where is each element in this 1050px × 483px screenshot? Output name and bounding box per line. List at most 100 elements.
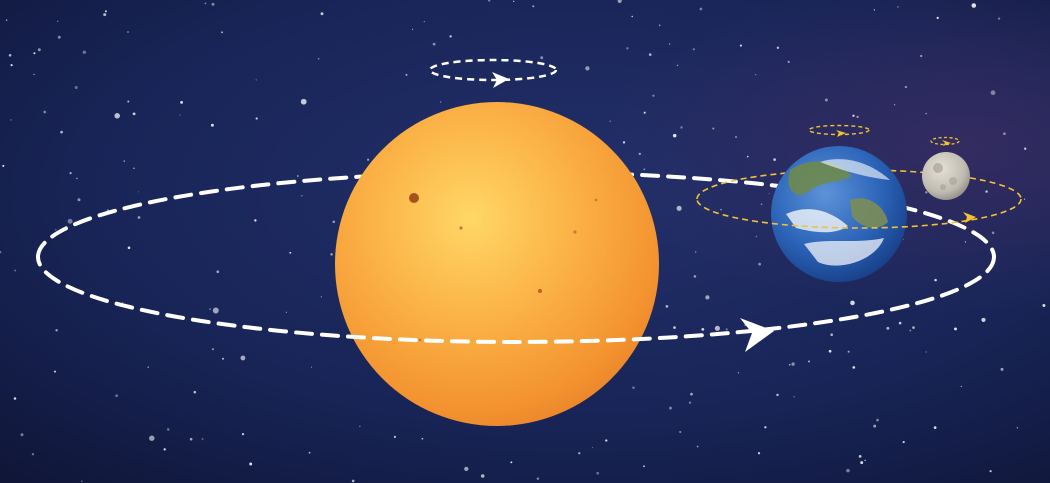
moon-icon xyxy=(922,152,970,200)
star xyxy=(985,190,988,193)
star xyxy=(828,349,832,353)
star xyxy=(166,428,170,431)
star xyxy=(856,115,859,119)
earth-orbit-arrow-icon xyxy=(740,318,774,352)
star xyxy=(132,112,136,116)
star xyxy=(241,433,245,436)
star xyxy=(760,203,763,206)
star xyxy=(55,229,57,231)
star xyxy=(296,175,299,177)
star xyxy=(37,48,41,52)
star xyxy=(423,20,425,23)
star xyxy=(540,56,544,60)
star xyxy=(367,158,370,161)
star xyxy=(873,9,876,11)
star xyxy=(77,198,81,202)
star xyxy=(755,74,757,76)
star xyxy=(925,112,927,115)
star xyxy=(720,208,722,211)
star xyxy=(622,141,626,144)
star xyxy=(189,437,193,441)
star xyxy=(578,452,581,455)
star xyxy=(532,5,535,8)
star xyxy=(773,158,776,161)
star xyxy=(33,73,35,76)
star xyxy=(757,452,761,455)
star xyxy=(925,191,928,194)
star xyxy=(990,90,996,96)
star xyxy=(964,241,967,243)
star xyxy=(255,79,257,81)
moon-orbit-arrow-icon xyxy=(963,212,976,223)
star xyxy=(735,136,737,138)
star xyxy=(69,171,72,175)
star xyxy=(211,348,214,351)
star xyxy=(14,269,17,272)
star xyxy=(351,479,355,483)
star xyxy=(755,235,758,238)
star xyxy=(1016,427,1019,429)
star xyxy=(1042,304,1046,307)
star xyxy=(699,7,703,11)
star xyxy=(893,104,896,106)
star xyxy=(824,98,828,102)
star xyxy=(676,205,682,211)
star xyxy=(688,401,692,404)
star xyxy=(300,98,307,105)
star xyxy=(180,101,184,104)
star xyxy=(123,160,125,162)
star xyxy=(617,0,622,3)
star xyxy=(67,218,73,224)
star xyxy=(626,47,629,50)
star xyxy=(8,54,12,57)
star xyxy=(115,394,118,398)
star xyxy=(680,126,683,129)
star xyxy=(1000,367,1004,371)
star xyxy=(440,101,442,103)
star xyxy=(739,44,742,47)
star xyxy=(210,123,214,127)
star xyxy=(74,86,78,89)
star xyxy=(330,253,333,256)
star xyxy=(954,327,957,331)
star xyxy=(920,54,923,58)
star xyxy=(149,435,155,441)
star xyxy=(585,66,590,71)
star xyxy=(638,152,641,156)
star xyxy=(852,366,856,369)
star xyxy=(133,167,135,170)
star xyxy=(788,363,791,366)
star xyxy=(221,31,223,34)
star xyxy=(137,216,141,219)
star xyxy=(631,15,633,18)
star xyxy=(57,35,61,39)
star xyxy=(216,270,220,274)
star xyxy=(122,301,124,304)
star xyxy=(902,441,905,444)
star xyxy=(104,10,107,13)
star xyxy=(791,362,795,366)
star xyxy=(793,395,795,398)
moon-rotation-ring xyxy=(930,136,960,146)
star xyxy=(864,459,866,462)
star xyxy=(591,446,593,449)
star xyxy=(673,326,676,329)
sun-rotation-ring xyxy=(428,58,558,82)
moon-orbit-front xyxy=(696,198,1022,229)
star xyxy=(705,295,710,300)
earth-icon xyxy=(771,146,907,282)
star xyxy=(1003,132,1006,136)
star xyxy=(240,355,246,361)
star xyxy=(902,238,904,240)
star xyxy=(60,130,63,134)
star xyxy=(464,466,469,472)
star xyxy=(852,114,855,117)
star xyxy=(211,2,215,6)
star xyxy=(712,127,715,130)
star xyxy=(1024,147,1027,150)
star xyxy=(860,461,864,465)
star xyxy=(127,246,131,250)
star xyxy=(137,191,139,193)
star xyxy=(536,477,540,480)
